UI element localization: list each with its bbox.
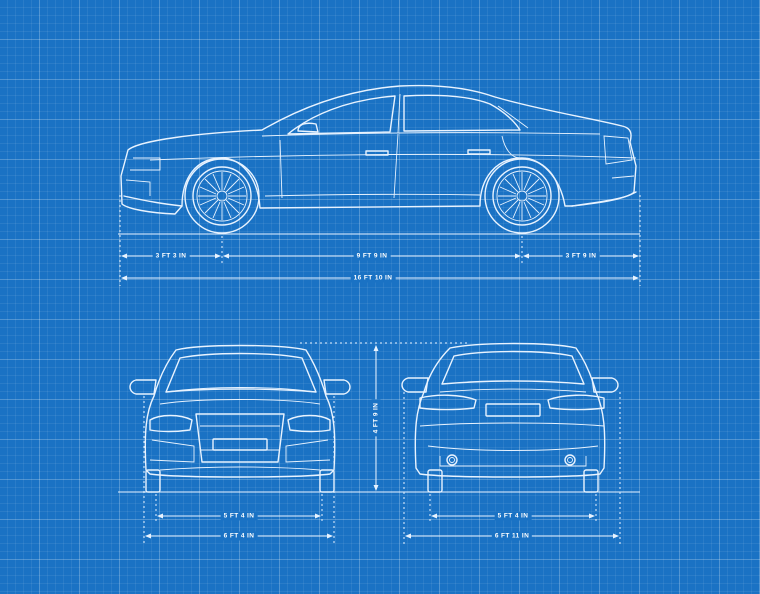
height-label: 4 FT 9 IN	[371, 399, 381, 437]
front-width-label: 6 FT 4 IN	[220, 531, 258, 541]
height-dimension	[300, 342, 470, 491]
front-track-label: 5 FT 4 IN	[220, 511, 258, 521]
rear-overhang-label: 3 FT 9 IN	[562, 251, 600, 261]
rear-view-car	[401, 342, 619, 493]
rear-view-dimensions	[403, 392, 621, 546]
front-view-car	[129, 344, 351, 493]
wheelbase-label: 9 FT 9 IN	[353, 251, 391, 261]
front-overhang-label: 3 FT 3 IN	[152, 251, 190, 261]
front-view-dimensions	[143, 396, 335, 546]
rear-track-label: 5 FT 4 IN	[494, 511, 532, 521]
side-view-car	[120, 84, 637, 234]
overall-length-label: 16 FT 10 IN	[350, 273, 396, 283]
rear-width-label: 6 FT 11 IN	[491, 531, 533, 541]
